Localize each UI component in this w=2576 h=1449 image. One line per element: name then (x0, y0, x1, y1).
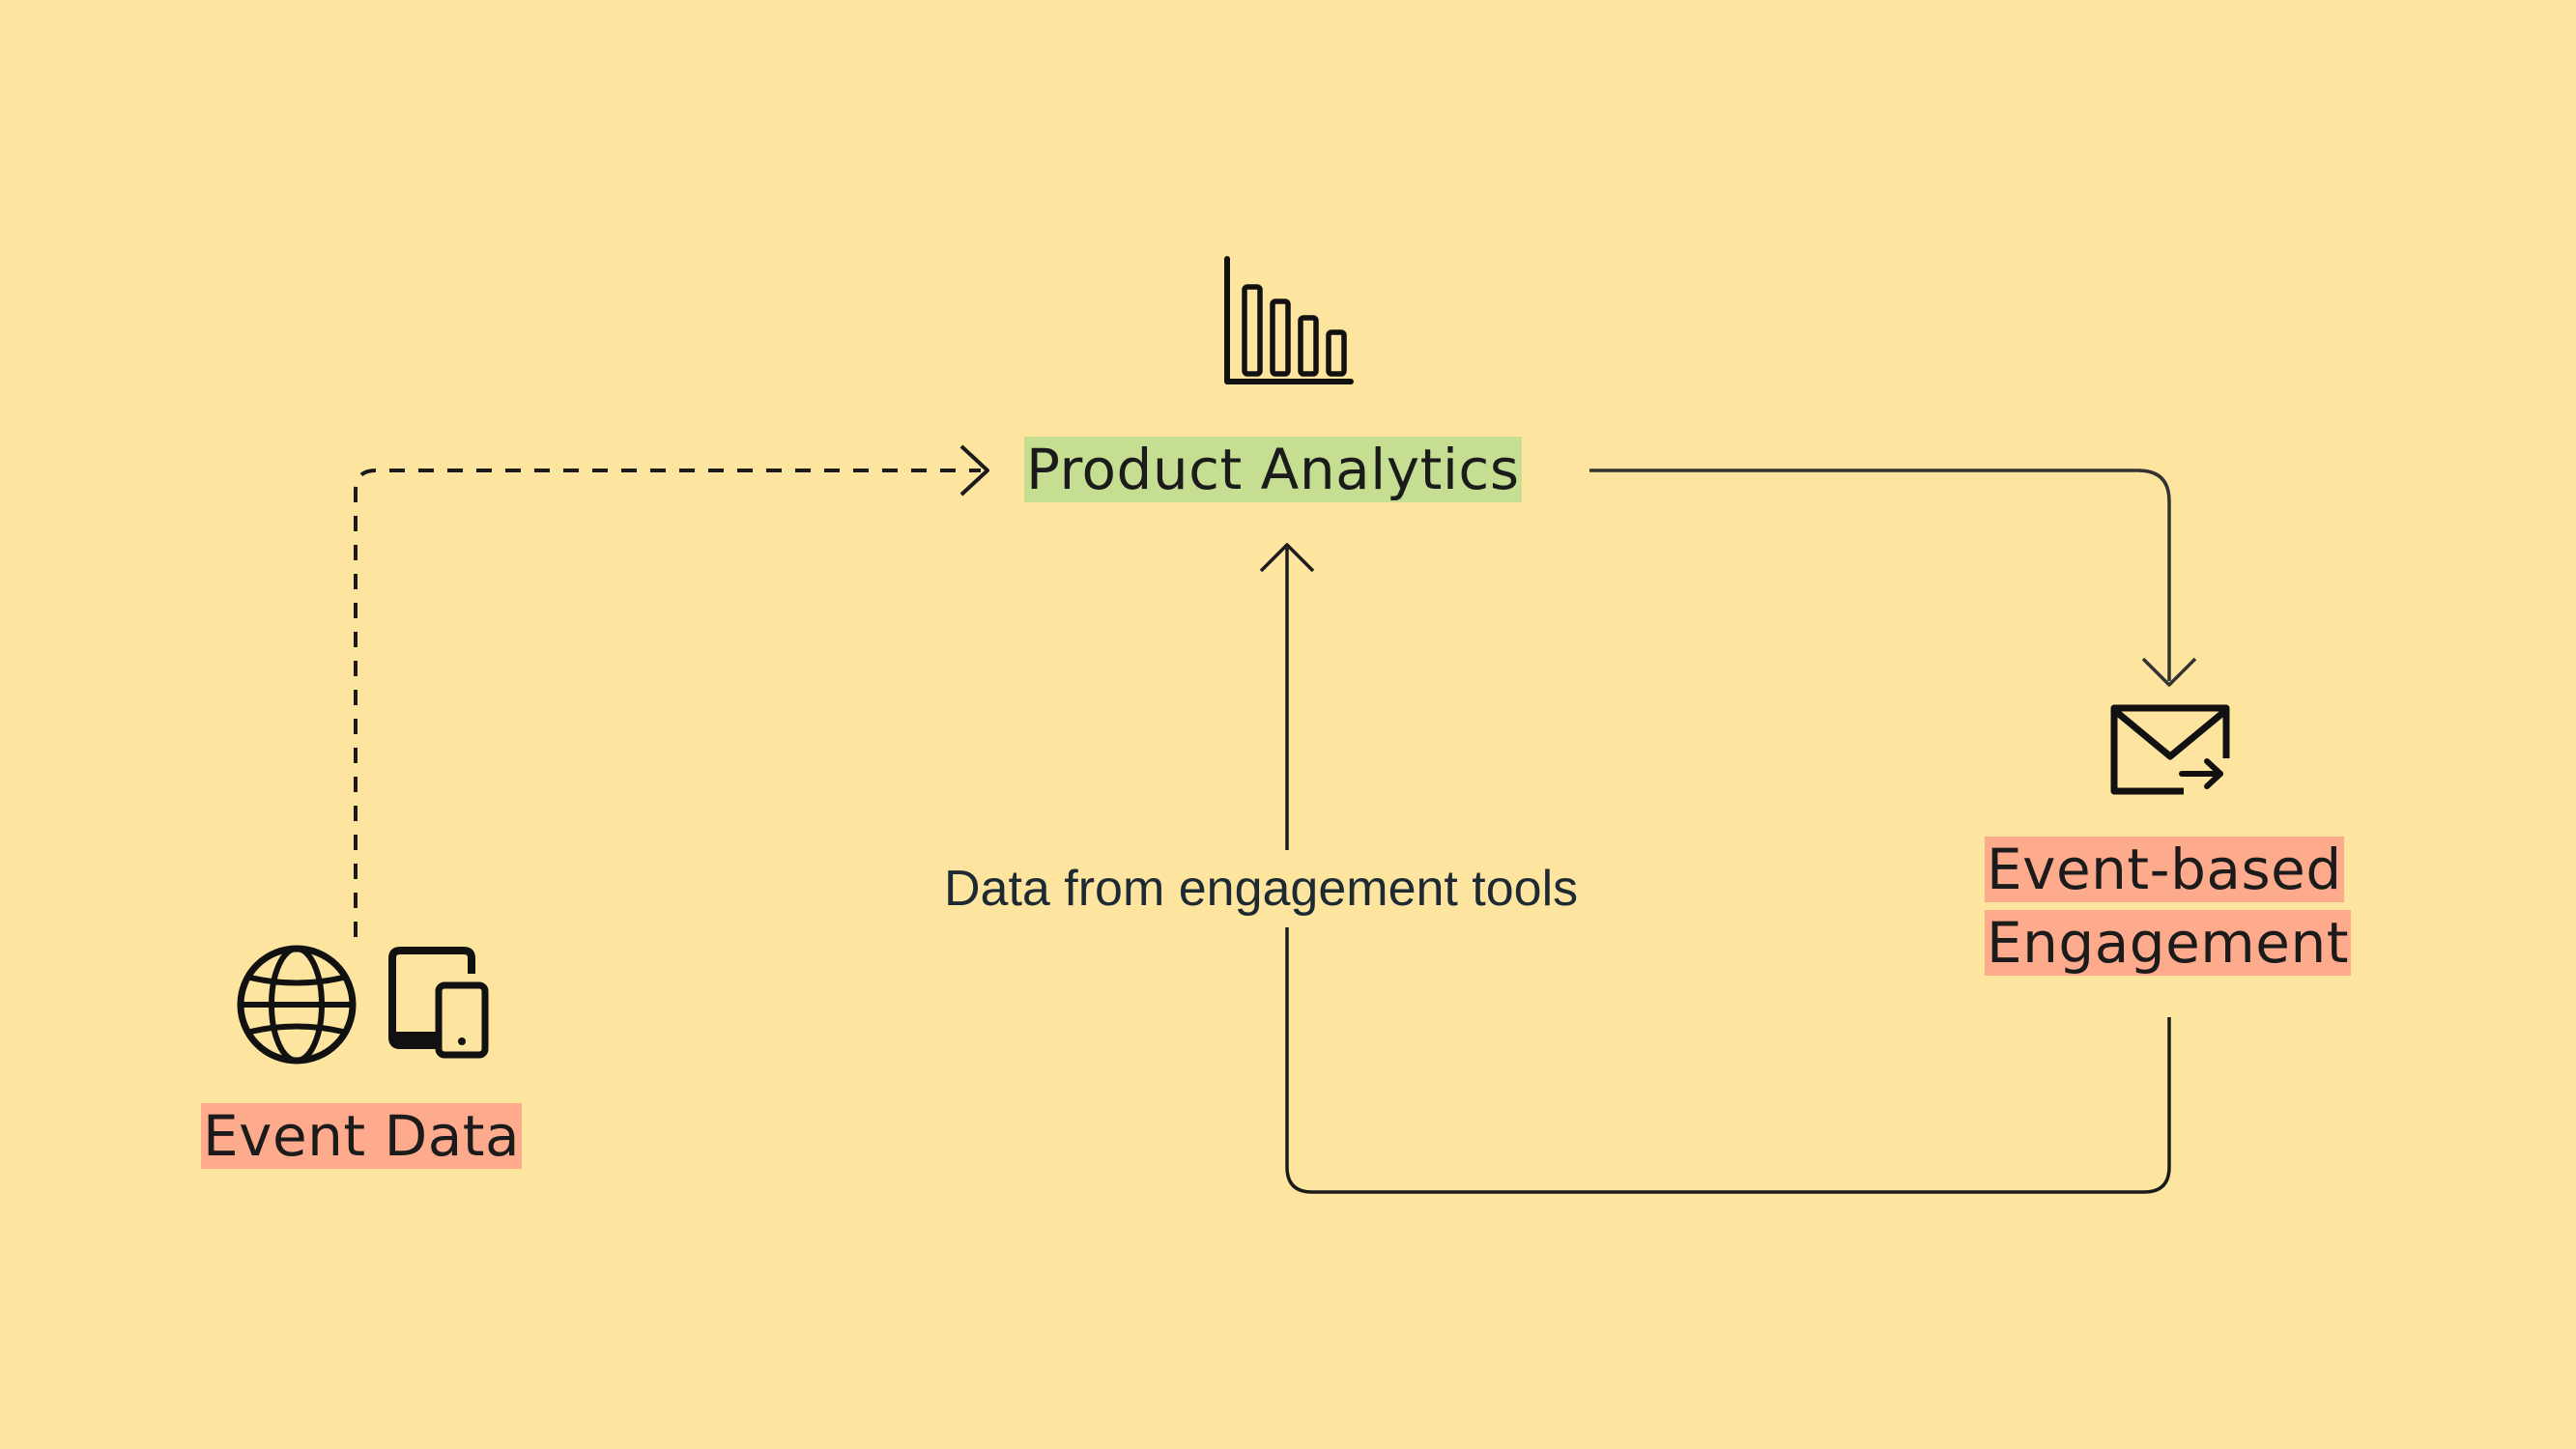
mail-forward-icon (2110, 704, 2230, 795)
analytics-to-engagement-arrowhead (2141, 657, 2197, 687)
event-data-node: Event Data (201, 1099, 523, 1173)
analytics-to-engagement-connector (1589, 469, 2171, 681)
engagement-to-analytics-connector (1285, 927, 2171, 1194)
return-connector-label: Data from engagement tools (944, 861, 1579, 917)
engagement-label-line2: Engagement (1985, 910, 2351, 976)
engagement-to-analytics-arrowhead (1259, 543, 1315, 573)
event-data-label: Event Data (201, 1103, 523, 1169)
globe-icon (237, 945, 357, 1065)
event-to-analytics-arrowhead (959, 444, 989, 497)
engagement-node: Event-based Engagement (1985, 833, 2351, 980)
event-to-analytics-connector (354, 469, 981, 937)
devices-icon (388, 947, 489, 1059)
product-analytics-label: Product Analytics (1024, 437, 1522, 502)
product-analytics-node: Product Analytics (1024, 433, 1522, 506)
engagement-label-line1: Event-based (1985, 837, 2344, 902)
bar-chart-icon (1224, 256, 1354, 384)
